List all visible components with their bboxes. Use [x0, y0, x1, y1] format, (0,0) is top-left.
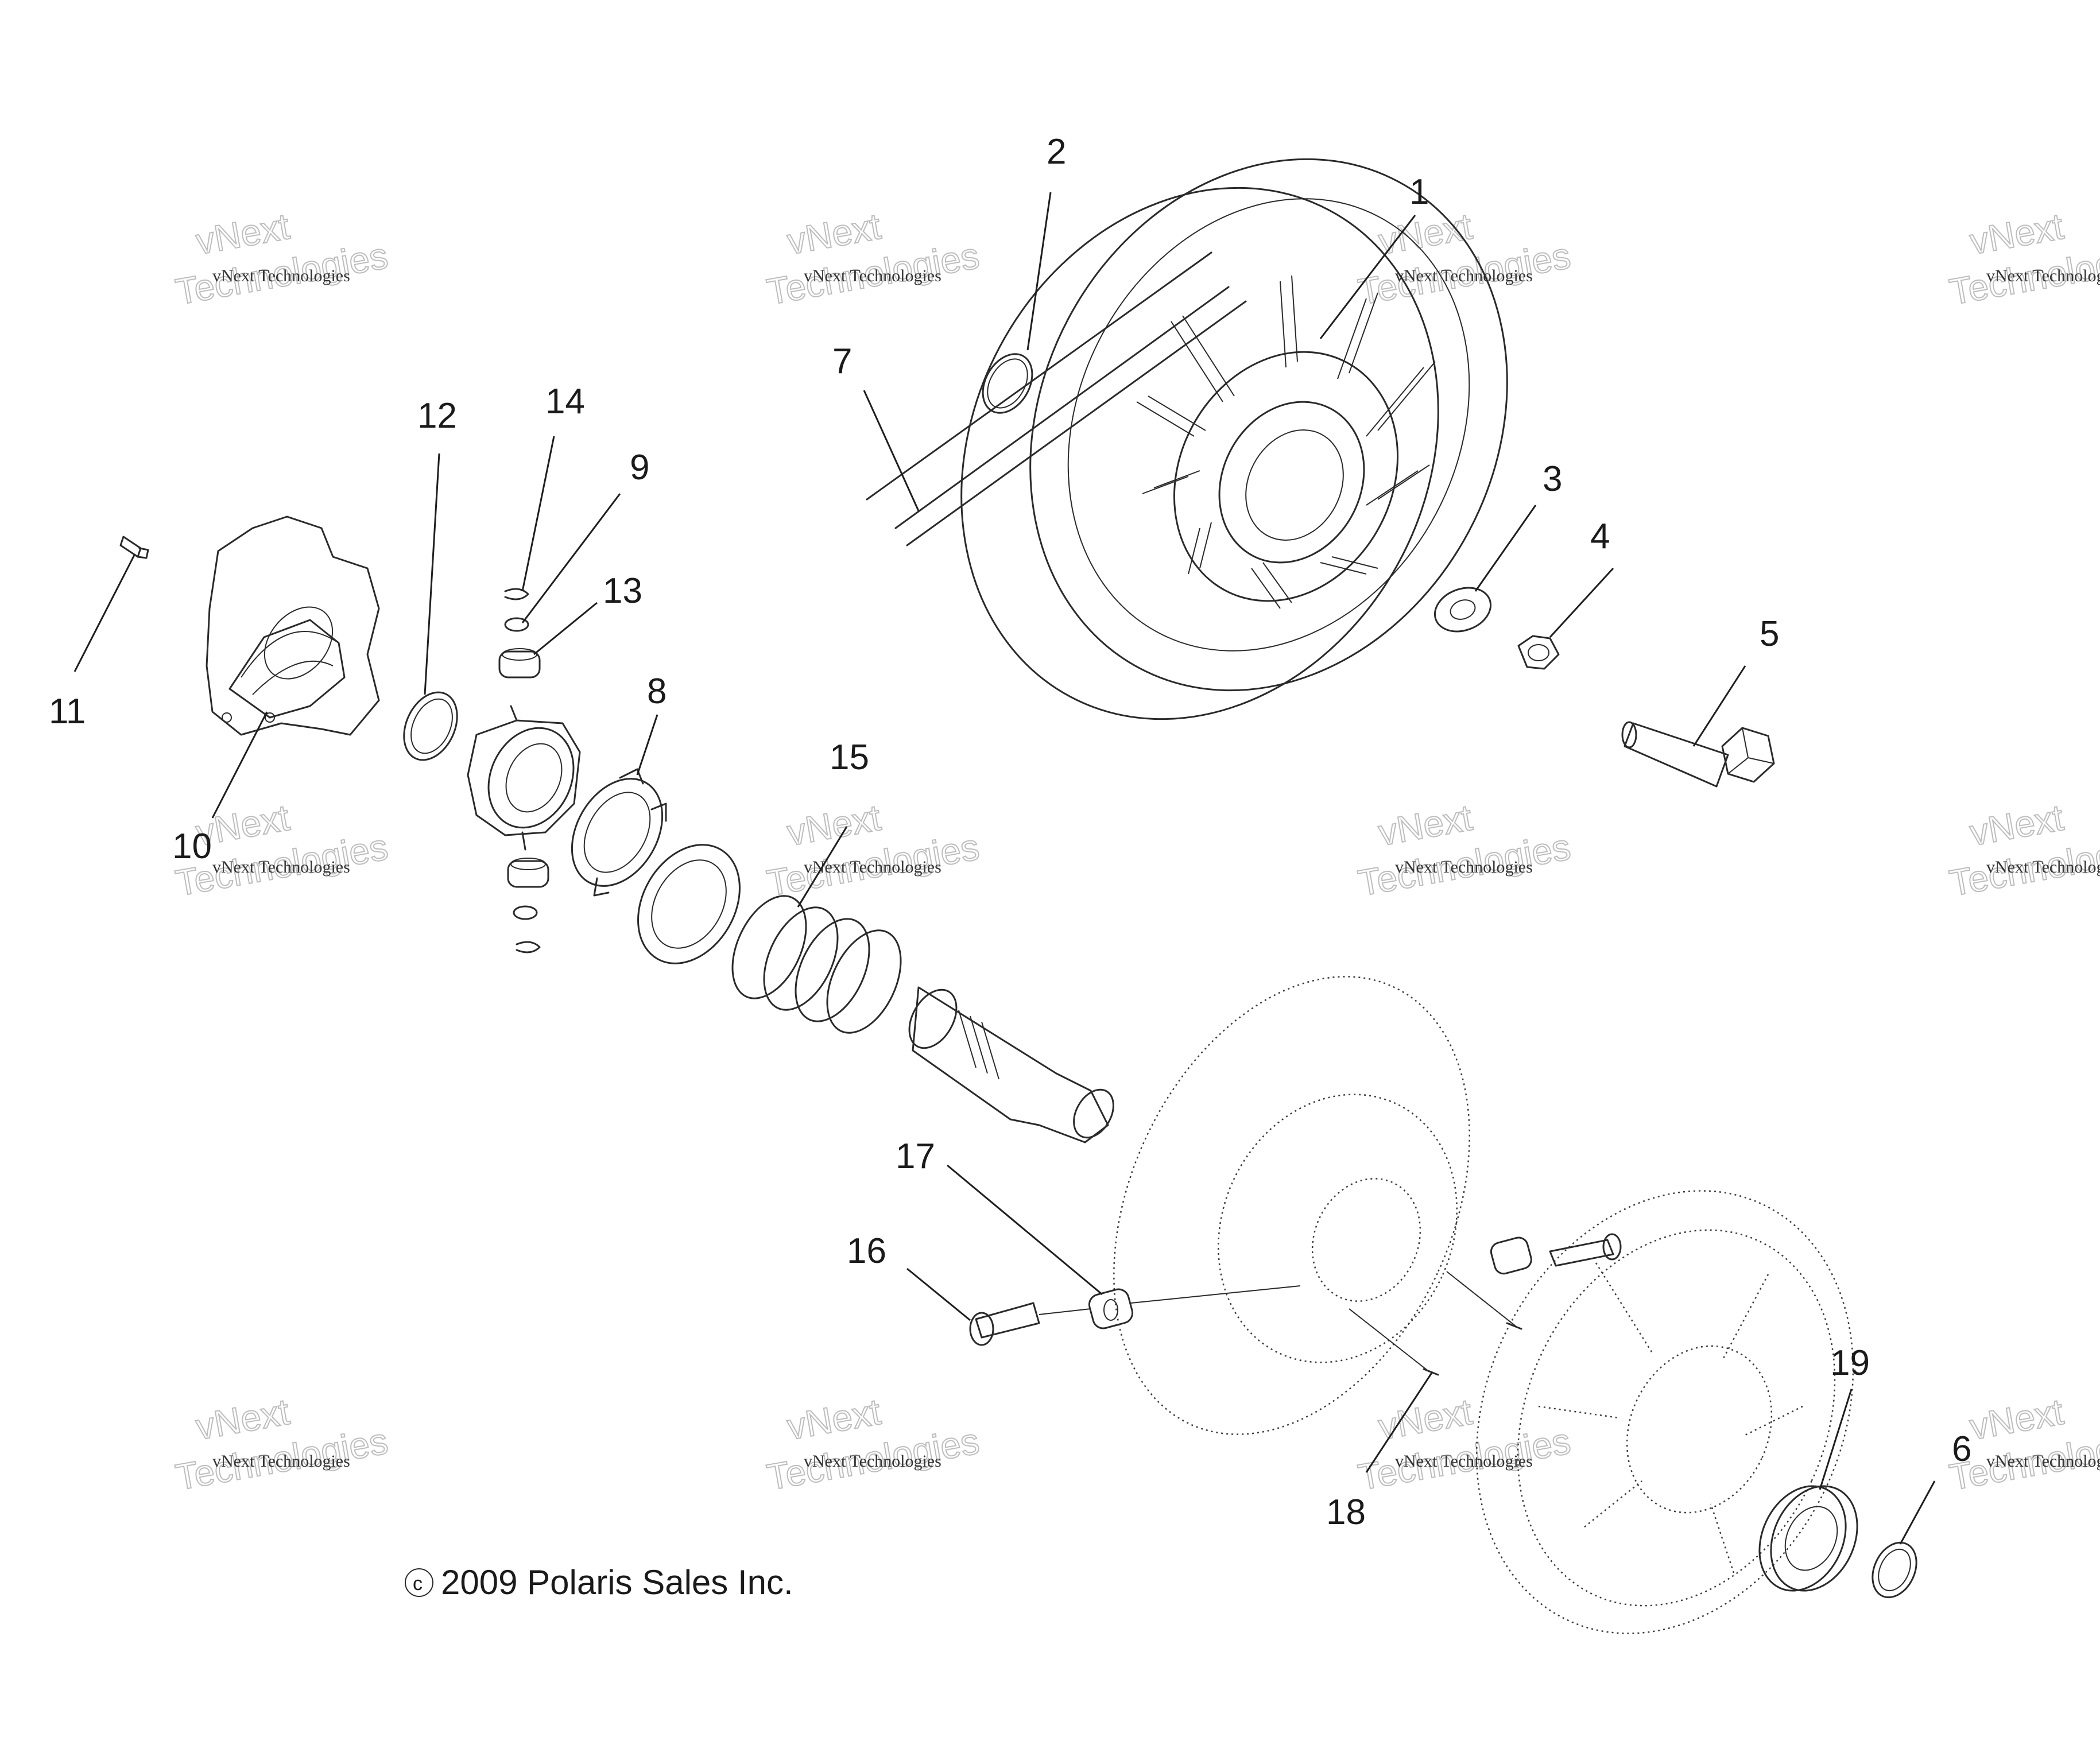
leader-7 [863, 390, 920, 511]
e-clip-bottom [516, 941, 541, 953]
roller-bottom [507, 858, 549, 888]
callout-17: 17 [896, 1137, 935, 1176]
watermark: vNext Technologies vNext Technologies [763, 1390, 982, 1499]
svg-text:vNext Technologies: vNext Technologies [212, 266, 350, 285]
copyright-c-icon [405, 1568, 433, 1597]
watermark: vNext Technologies vNext Technologies [172, 205, 391, 313]
watermark: vNext Technologies vNext Technologies [1354, 796, 1574, 905]
watermark: vNext Technologies vNext Technologies [172, 1390, 391, 1499]
roller-right [1490, 1233, 1622, 1275]
svg-text:vNext Technologies: vNext Technologies [1986, 858, 2100, 877]
leader-6 [1899, 1480, 1936, 1545]
leader-14 [521, 436, 555, 592]
part-16-pin [969, 1302, 1040, 1346]
callout-1: 1 [1409, 172, 1429, 212]
part-8-lock-washer [571, 768, 667, 897]
copyright-c-glyph: c [413, 1573, 423, 1595]
callout-12: 12 [417, 396, 457, 436]
callout-11: 11 [49, 692, 86, 731]
callout-19: 19 [1830, 1343, 1870, 1383]
part-6-snap-ring [1872, 1541, 1917, 1599]
leader-8 [636, 714, 658, 776]
callout-9: 9 [630, 448, 649, 487]
svg-text:vNext Technologies: vNext Technologies [1986, 266, 2100, 285]
part-13-roller-top [498, 648, 541, 679]
callout-10: 10 [172, 827, 212, 866]
callout-15: 15 [830, 738, 869, 777]
spring-seat [637, 844, 741, 964]
shaft-bushing [908, 986, 1114, 1143]
part-3-washer [1433, 587, 1492, 633]
part-2-o-ring [982, 353, 1033, 414]
callout-5: 5 [1760, 614, 1779, 654]
secondary-fixed-sheave [1475, 1190, 1854, 1634]
secondary-moveable-sheave [1113, 976, 1470, 1435]
callout-6: 6 [1952, 1429, 1971, 1469]
watermark: vNext Technologies vNext Technologies [1946, 796, 2100, 905]
callout-3: 3 [1543, 459, 1562, 499]
part-11-screw [119, 536, 149, 559]
part-17-roller [1088, 1288, 1134, 1329]
leader-16 [906, 1267, 971, 1321]
leader-2 [1026, 192, 1052, 351]
part-10-cover-plate [206, 515, 380, 736]
part-4-nut [1517, 635, 1560, 670]
leader-9 [521, 493, 621, 623]
part-1-clutch-sheave [960, 158, 1508, 720]
part-14-e-clip-top [504, 588, 529, 600]
callout-7: 7 [832, 342, 852, 381]
leader-15 [797, 826, 848, 908]
leader-4 [1549, 567, 1614, 638]
part-7-drive-belt [866, 251, 1247, 546]
part-15-spring [731, 895, 902, 1034]
part-2-o-ring-inner [987, 358, 1028, 409]
leader-17 [947, 1164, 1103, 1296]
watermark: vNext Technologies vNext Technologies [1354, 1390, 1574, 1499]
svg-text:vNext Technologies: vNext Technologies [1395, 858, 1533, 877]
watermark: vNext Technologies vNext Technologies [1946, 1390, 2100, 1499]
callout-labels: 1 2 3 4 5 6 7 8 9 10 11 12 13 14 15 16 1… [49, 132, 1971, 1532]
callout-16: 16 [847, 1231, 886, 1271]
callout-18: 18 [1326, 1492, 1366, 1532]
callout-8: 8 [647, 672, 667, 711]
svg-text:vNext Technologies: vNext Technologies [212, 1452, 350, 1471]
svg-text:vNext Technologies: vNext Technologies [804, 266, 941, 285]
leader-12 [424, 453, 440, 695]
part-9-washer-top [504, 617, 529, 632]
watermark: vNext Technologies vNext Technologies [763, 796, 982, 905]
copyright-text: 2009 Polaris Sales Inc. [441, 1563, 793, 1602]
watermark: vNext Technologies vNext Technologies [1946, 205, 2100, 313]
part-12-snap-ring [403, 691, 458, 761]
part-18-pin [1349, 1271, 1522, 1376]
leader-19 [1819, 1389, 1853, 1490]
leader-3 [1474, 505, 1537, 592]
copyright-notice: c 2009 Polaris Sales Inc. [405, 1563, 793, 1602]
leader-1 [1319, 215, 1416, 339]
part-5-bolt [1621, 721, 1775, 788]
callout-2: 2 [1047, 132, 1066, 172]
svg-text:vNext Technologies: vNext Technologies [1986, 1452, 2100, 1471]
leader-13 [533, 602, 598, 656]
washer-bottom [513, 905, 538, 920]
svg-text:vNext Technologies: vNext Technologies [1395, 1452, 1533, 1471]
leader-18 [1365, 1371, 1433, 1473]
svg-text:vNext Technologies: vNext Technologies [1395, 266, 1533, 285]
svg-text:vNext Technologies: vNext Technologies [212, 858, 350, 877]
leader-5 [1692, 665, 1746, 747]
callout-14: 14 [545, 382, 585, 421]
svg-text:vNext Technologies: vNext Technologies [804, 1452, 941, 1471]
leader-11 [73, 553, 136, 672]
part-19-bearing [1758, 1485, 1858, 1592]
watermark-layer: vNext Technologies vNext Technologies vN… [172, 205, 2100, 1499]
spider-assembly [467, 705, 581, 851]
callout-13: 13 [603, 571, 642, 611]
watermark: vNext Technologies vNext Technologies [763, 205, 982, 313]
leader-lines [73, 192, 1936, 1545]
roller-axis-line [1039, 1285, 1301, 1315]
watermark: vNext Technologies vNext Technologies [1354, 205, 1574, 313]
callout-4: 4 [1590, 517, 1610, 556]
svg-text:vNext Technologies: vNext Technologies [804, 858, 941, 877]
leader-10 [211, 711, 268, 819]
